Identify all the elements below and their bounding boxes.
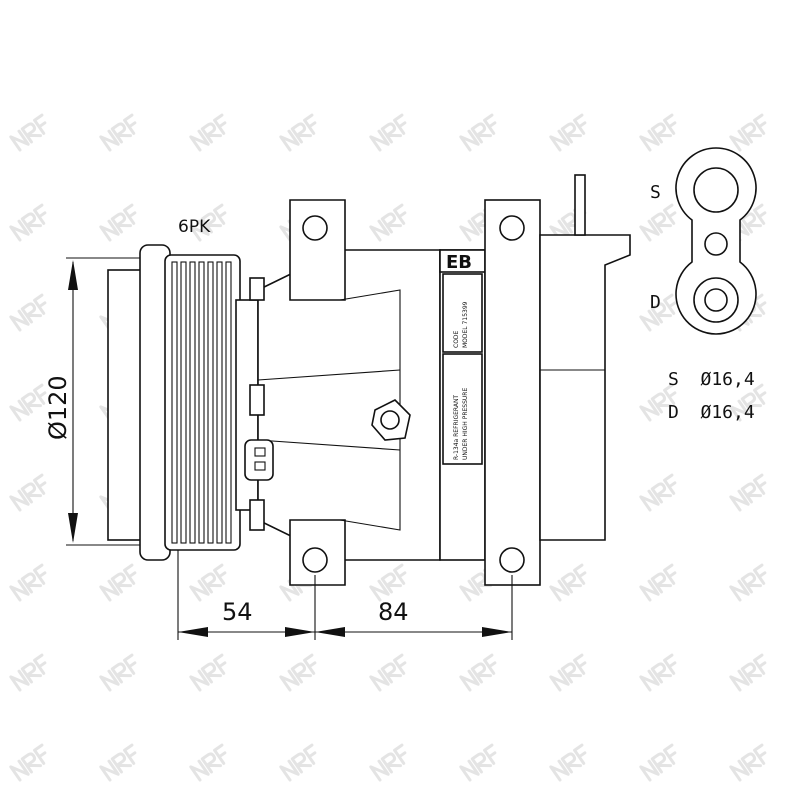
watermark-logo (549, 653, 587, 692)
watermark-logo (99, 743, 137, 782)
watermark-logo (189, 653, 227, 692)
model-label: CODE MODEL 715399 (453, 301, 469, 348)
watermark-logo (639, 113, 677, 152)
watermark-logo (729, 473, 767, 512)
watermark-logo (729, 743, 767, 782)
watermark-logo (9, 653, 47, 692)
watermark-logo (549, 203, 587, 242)
watermark-logo (459, 563, 497, 602)
diameter-dimension: Ø120 (44, 375, 72, 440)
watermark-logo (369, 113, 407, 152)
pulley-groove (189, 261, 196, 544)
watermark-logo (189, 203, 227, 242)
suction-size: S Ø16,4 (668, 369, 755, 390)
warning-label-line: R-134a REFRIGERANT (453, 395, 460, 460)
watermark-logo (189, 743, 227, 782)
pulley-groove (180, 261, 187, 544)
watermark-logo (459, 203, 497, 242)
watermark-logo (279, 113, 317, 152)
watermark-logo (729, 113, 767, 152)
watermark-logo (9, 473, 47, 512)
watermark-logo (9, 203, 47, 242)
watermark-logo (729, 383, 767, 422)
warning-label: R-134a REFRIGERANT UNDER HIGH PRESSURE (453, 388, 469, 460)
watermark-logo (639, 383, 677, 422)
watermark-logo (369, 563, 407, 602)
watermark-logo (99, 113, 137, 152)
suction-label: S (650, 182, 661, 203)
watermark-logo (369, 743, 407, 782)
pulley-groove (207, 261, 214, 544)
belt-label: 6PK (178, 217, 211, 237)
watermark-logo (99, 203, 137, 242)
watermark-logo (549, 743, 587, 782)
pulley (107, 244, 259, 561)
model-label-line: CODE (453, 330, 460, 348)
watermark-logo (549, 113, 587, 152)
watermark-logo (9, 113, 47, 152)
watermark-logo (189, 113, 227, 152)
model-label-line: MODEL 715399 (462, 301, 469, 348)
compressor-body (244, 174, 631, 586)
watermark-logo (369, 203, 407, 242)
pulley-groove (225, 261, 232, 544)
watermark-logo (639, 743, 677, 782)
watermark-logo (9, 293, 47, 332)
watermark-logo (639, 293, 677, 332)
watermark-logo (639, 473, 677, 512)
watermark-logo (99, 653, 137, 692)
discharge-label: D (650, 292, 661, 313)
watermark-logo (9, 563, 47, 602)
dimension-lines (66, 257, 513, 640)
watermark-logo (639, 653, 677, 692)
watermark-logo (729, 653, 767, 692)
watermark-logo (639, 563, 677, 602)
watermark-logo (9, 383, 47, 422)
watermark-logo (639, 203, 677, 242)
watermark-logo (549, 563, 587, 602)
pulley-groove (198, 261, 205, 544)
pulley-groove (216, 261, 223, 544)
watermark-logo (459, 113, 497, 152)
pulley-groove (171, 261, 178, 544)
watermark-logo (279, 653, 317, 692)
warning-label-line: UNDER HIGH PRESSURE (462, 388, 469, 460)
watermark-logo (279, 743, 317, 782)
watermark-logo (459, 653, 497, 692)
watermark-logo (189, 563, 227, 602)
watermark-logo (369, 653, 407, 692)
discharge-size: D Ø16,4 (668, 402, 755, 423)
watermark-logo (459, 743, 497, 782)
watermark-logo (729, 563, 767, 602)
port-plate (675, 147, 757, 335)
dimension-84: 84 (378, 598, 409, 626)
watermark-logo (9, 743, 47, 782)
plate-code: EB (446, 252, 472, 273)
watermark-logo (99, 563, 137, 602)
dimension-54: 54 (222, 598, 253, 626)
